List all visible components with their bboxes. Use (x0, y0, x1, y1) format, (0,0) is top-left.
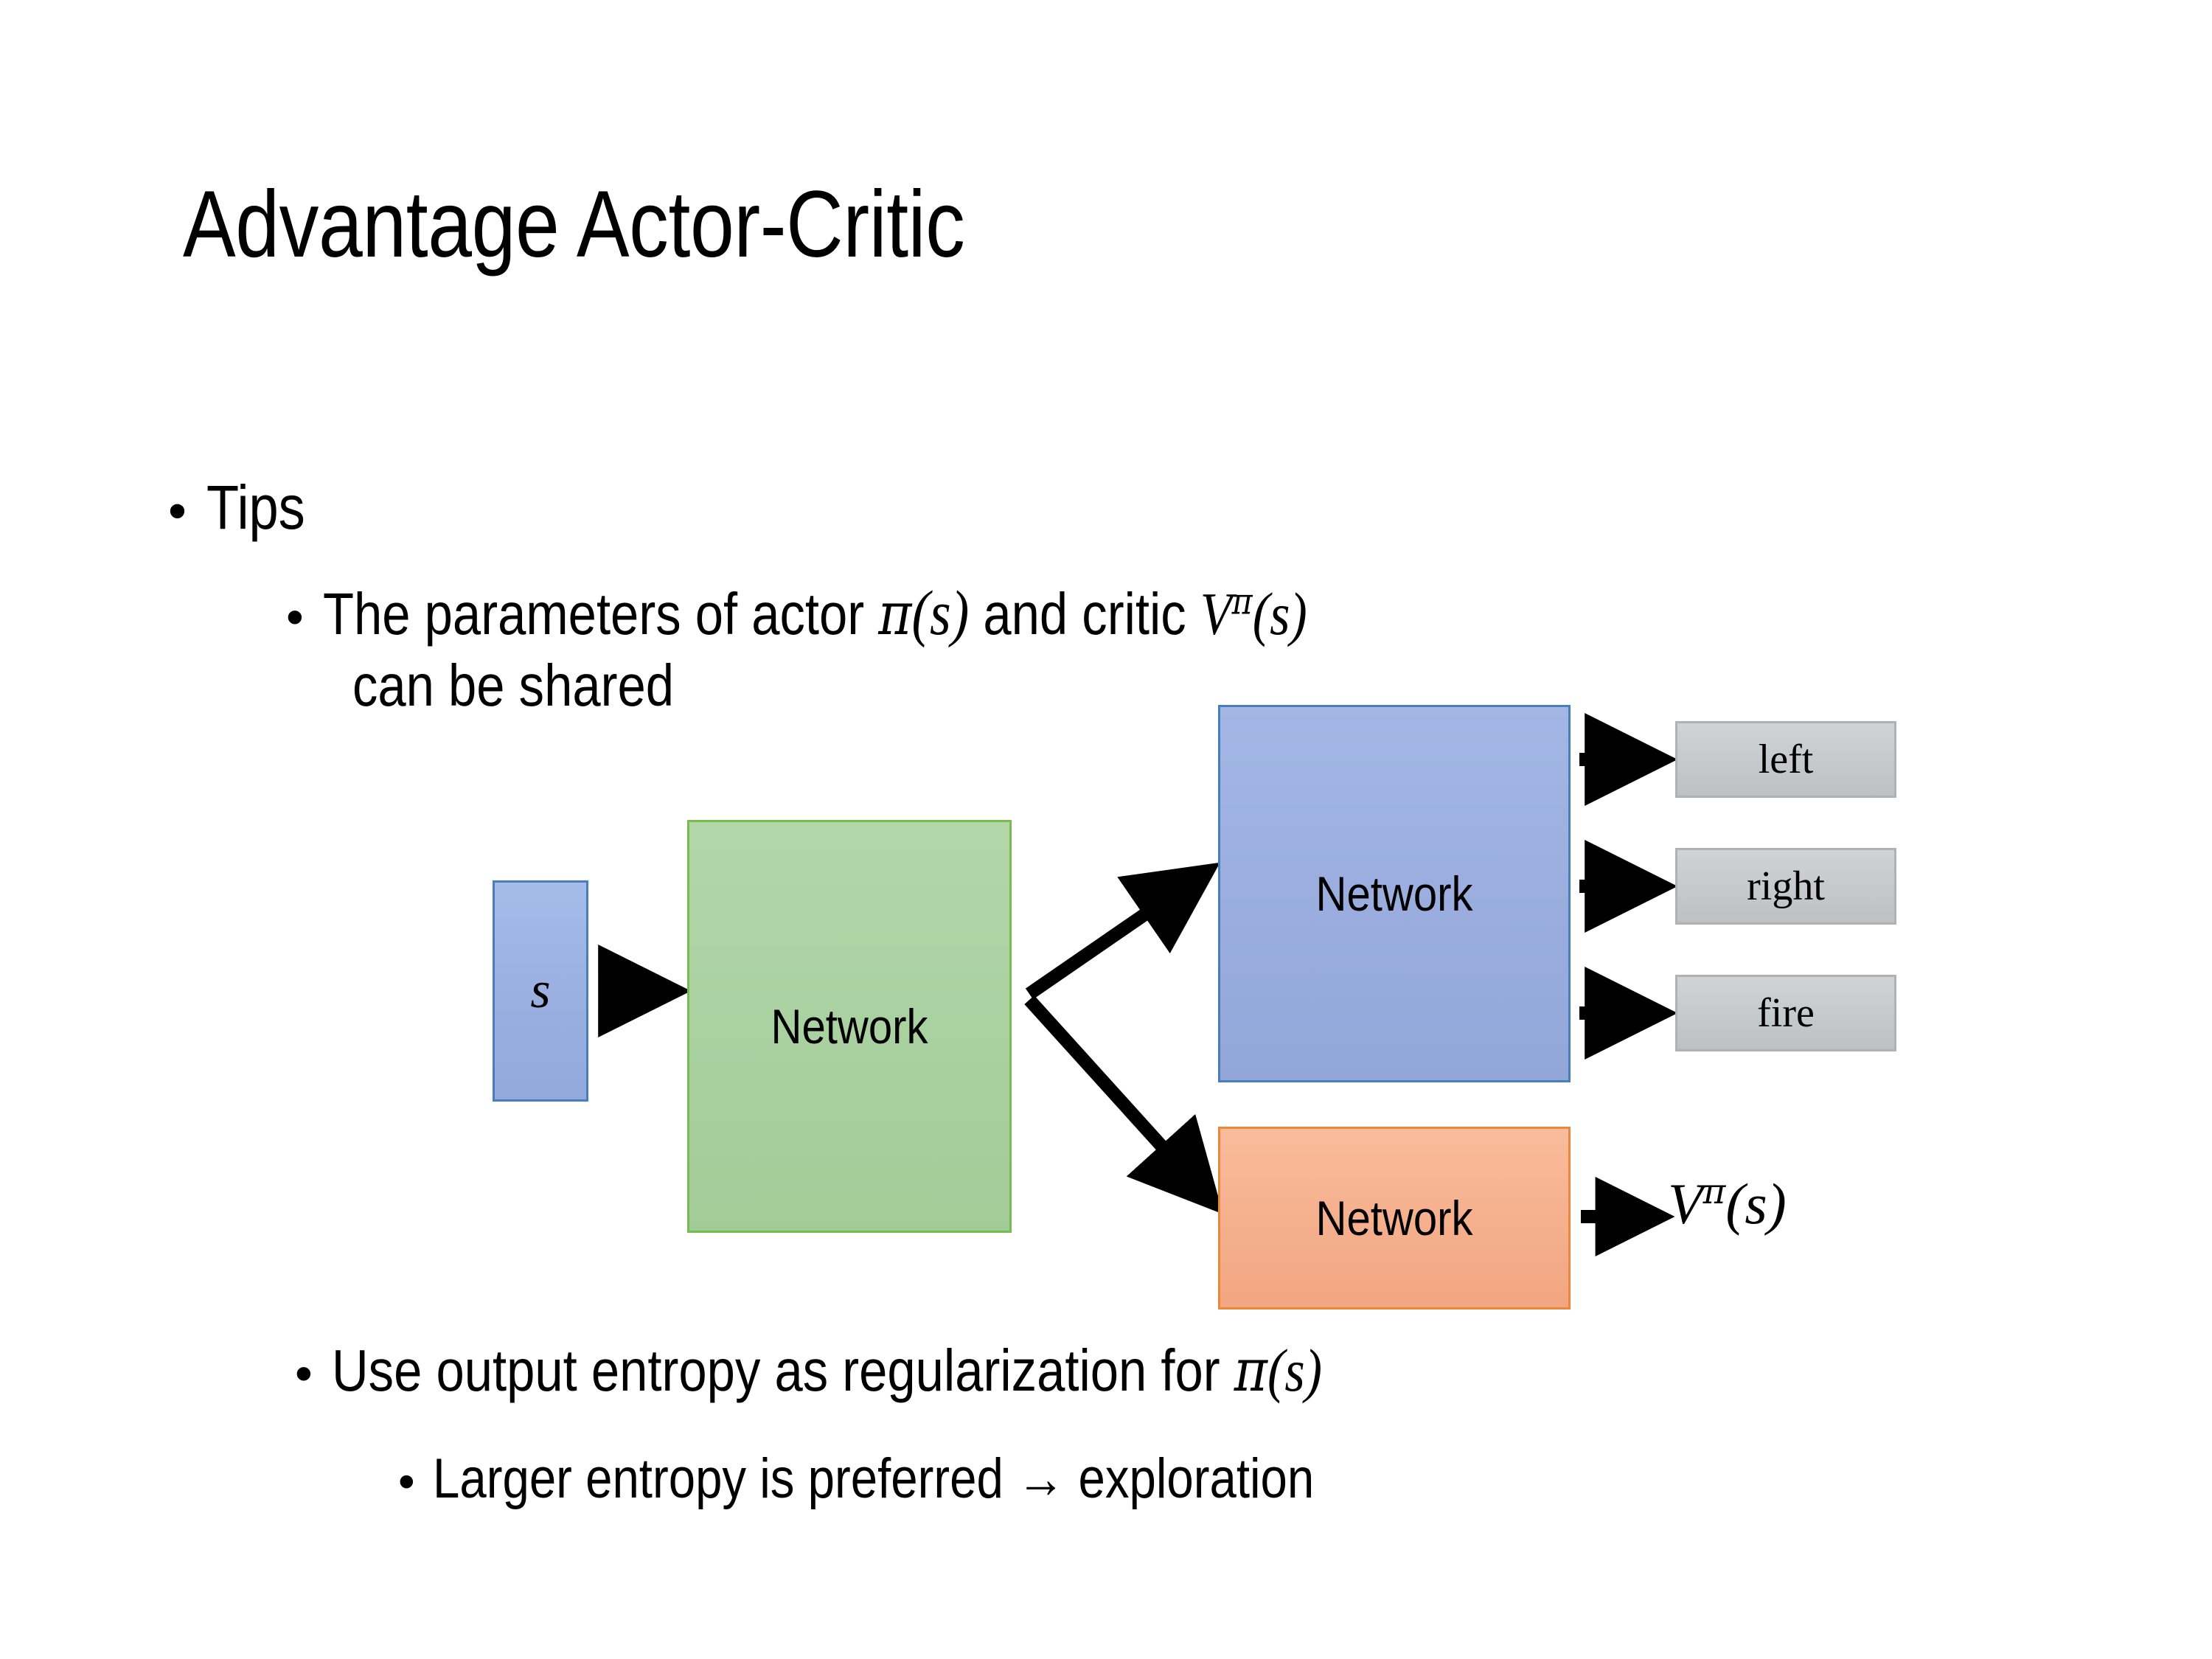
actor-pi-symbol: π (877, 580, 912, 648)
bullet-shared-prefix: The parameters of actor (322, 581, 878, 647)
actor-network-label: Network (1315, 866, 1473, 921)
critic-network-box[interactable]: Network (1218, 1127, 1571, 1310)
bullet-larger-entropy: • Larger entropy is preferred → explorat… (398, 1447, 1458, 1511)
value-function-output-label: Vπ(s) (1668, 1171, 1787, 1237)
actor-network-box[interactable]: Network (1218, 705, 1571, 1082)
value-pi-superscript: π (1703, 1172, 1726, 1212)
action-output-fire-label: fire (1757, 990, 1815, 1036)
bullet-entropy-regularization: • Use output entropy as regularization f… (295, 1336, 1483, 1405)
arrow-shared-network-to-critic-network (1024, 995, 1223, 1214)
bullet-shared-line2-label: can be shared (352, 653, 675, 718)
value-v-symbol: V (1668, 1172, 1703, 1236)
critic-network-label: Network (1315, 1191, 1473, 1245)
critic-v-symbol: V (1200, 580, 1232, 647)
value-argument: (s) (1725, 1172, 1787, 1236)
entropy-pi-arg: (s) (1267, 1337, 1322, 1404)
bullet-marker-icon: • (398, 1455, 415, 1508)
bullet-larger-entropy-label: Larger entropy is preferred → exploratio… (433, 1447, 1315, 1510)
bullet-marker-icon: • (168, 481, 187, 540)
action-output-left[interactable]: left (1675, 721, 1896, 798)
action-output-right-label: right (1747, 863, 1825, 909)
bullet-shared-parameters: • The parameters of actor π(s) and criti… (286, 577, 1467, 650)
bullet-tips-label: Tips (206, 473, 305, 542)
critic-v-arg: (s) (1252, 580, 1307, 647)
bullet-marker-icon: • (295, 1346, 313, 1402)
state-input-box[interactable]: s (493, 880, 588, 1102)
bullet-shared-parameters-line2: can be shared (352, 652, 726, 720)
bullet-shared-middle: and critic (968, 581, 1200, 647)
action-output-right[interactable]: right (1675, 848, 1896, 925)
actor-pi-arg: (s) (911, 578, 969, 648)
bullet-entropy-prefix: Use output entropy as regularization for (331, 1338, 1234, 1403)
action-output-fire[interactable]: fire (1675, 975, 1896, 1051)
critic-pi-superscript: π (1231, 580, 1253, 623)
arrow-shared-network-to-actor-network (1025, 862, 1220, 1000)
state-label: s (530, 962, 551, 1019)
bullet-tips: • Tips (168, 472, 321, 543)
bullet-marker-icon: • (286, 589, 304, 645)
shared-network-label: Network (771, 999, 928, 1054)
action-output-left-label: left (1758, 737, 1814, 782)
shared-network-box[interactable]: Network (687, 820, 1012, 1233)
entropy-pi-symbol: π (1234, 1336, 1267, 1405)
page-title: Advantage Actor-Critic (183, 172, 965, 277)
